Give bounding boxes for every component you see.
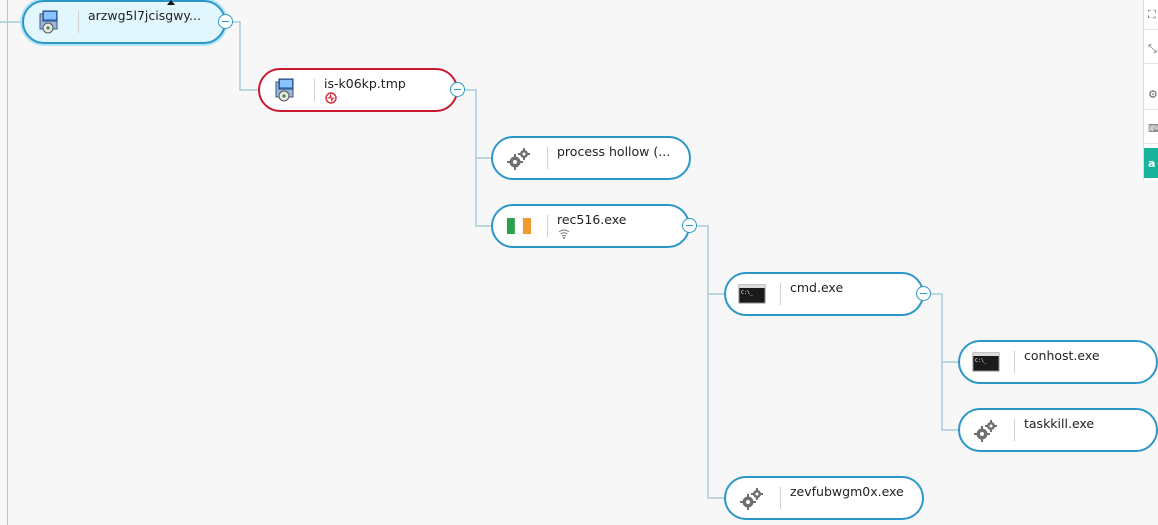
selection-caret [167, 0, 175, 5]
irish-flag-icon [507, 217, 531, 235]
process-node-arzwg5l7jcisgwy[interactable]: arzwg5l7jcisgwy... [22, 0, 226, 44]
installer-icon [39, 10, 58, 34]
process-node-process-hollow[interactable]: process hollow (... [491, 136, 691, 180]
connector [465, 89, 491, 227]
node-separator [1014, 419, 1015, 441]
collapse-icon[interactable]: ⤡ [1144, 34, 1158, 64]
node-label: zevfubwgm0x.exe [790, 484, 904, 499]
settings-icon[interactable]: ⚙ [1144, 80, 1158, 110]
node-label: arzwg5l7jcisgwy... [88, 8, 201, 23]
node-label: taskkill.exe [1024, 416, 1095, 431]
node-separator [78, 11, 79, 33]
node-separator [547, 147, 548, 169]
svg-text:C:\_: C:\_ [741, 290, 754, 296]
collapse-button[interactable] [450, 82, 465, 97]
node-label: conhost.exe [1024, 348, 1100, 363]
installer-icon [275, 78, 294, 102]
node-label: rec516.exe [557, 212, 627, 227]
node-separator [1014, 351, 1015, 373]
right-toolbar: ⛶ ⤡ ⚙ ⌨ a [1143, 0, 1158, 180]
connector [931, 293, 958, 431]
connector [226, 21, 258, 91]
process-node-zevfubwgm0x[interactable]: zevfubwgm0x.exe [724, 476, 924, 520]
connector [697, 225, 724, 499]
process-node-taskkill[interactable]: taskkill.exe [958, 408, 1158, 452]
network-activity-icon [558, 229, 570, 239]
gears-icon [507, 148, 530, 170]
node-label: process hollow (... [557, 144, 671, 159]
node-separator [780, 283, 781, 305]
node-separator [780, 487, 781, 509]
tab-icon[interactable]: a [1144, 148, 1158, 178]
fit-view-icon[interactable]: ⛶ [1144, 0, 1158, 30]
node-label: is-k06kp.tmp [324, 76, 406, 91]
console-icon: C:\_ [738, 284, 766, 304]
malicious-activity-icon [325, 92, 337, 104]
console-icon: C:\_ [972, 352, 1000, 372]
process-node-rec516[interactable]: rec516.exe [491, 204, 690, 248]
collapse-button[interactable] [682, 218, 697, 233]
node-separator [547, 215, 548, 237]
node-label: cmd.exe [790, 280, 844, 295]
process-node-cmd[interactable]: C:\_ cmd.exe [724, 272, 924, 316]
tree-left-edge [7, 0, 8, 525]
comment-icon[interactable]: ⌨ [1144, 114, 1158, 144]
collapse-button[interactable] [916, 286, 931, 301]
collapse-button[interactable] [218, 14, 233, 29]
node-separator [314, 79, 315, 101]
gears-icon [740, 488, 763, 510]
process-node-conhost[interactable]: C:\_ conhost.exe [958, 340, 1158, 384]
process-node-is-k06kp[interactable]: is-k06kp.tmp [258, 68, 458, 112]
svg-text:C:\_: C:\_ [975, 358, 988, 364]
gears-icon [974, 420, 997, 442]
